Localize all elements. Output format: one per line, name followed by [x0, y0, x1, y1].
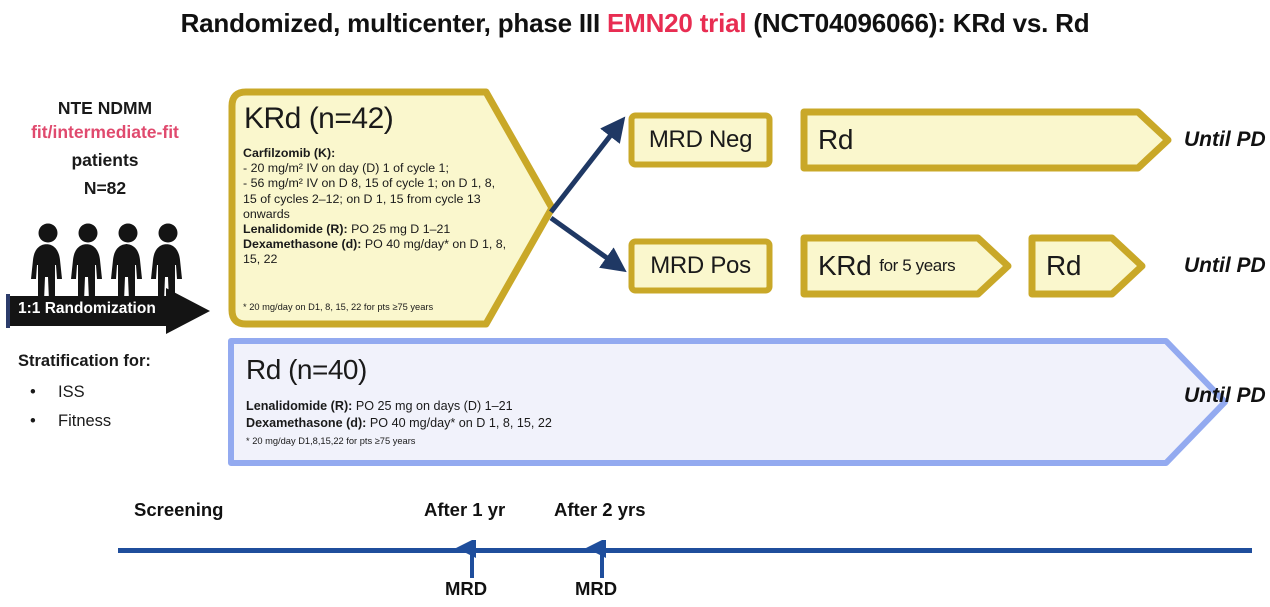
krd-drug1-name: Carfilzomib (K):	[243, 146, 336, 160]
population-count: N=82	[83, 178, 127, 198]
rd-arm-details: Lenalidomide (R): PO 25 mg on days (D) 1…	[246, 398, 766, 432]
rd-drug2-name: Dexamethasone (d):	[246, 416, 367, 430]
rd-arm-footnote: * 20 mg/day D1,8,15,22 for pts ≥75 years	[246, 436, 416, 446]
until-pd-label-2: Until PD	[1184, 254, 1266, 277]
krd-drug1-line2: - 56 mg/m² IV on D 8, 15 of cycle 1; on …	[243, 176, 496, 221]
until-pd-label-3: Until PD	[1184, 384, 1266, 407]
treatment-rd-mrd-negative: Rd	[800, 108, 1172, 172]
treatment-rd-after-krd: Rd	[1028, 234, 1146, 298]
stratification-item-fitness: • Fitness	[30, 412, 111, 431]
rd-drug1-text: PO 25 mg on days (D) 1–21	[352, 399, 513, 413]
timeline-label-after-2-yrs: After 2 yrs	[554, 499, 646, 520]
treatment-krd-text: KRd	[818, 250, 872, 281]
patient-group-icon	[28, 222, 188, 304]
title-part2: (NCT04096066): KRd vs. Rd	[746, 8, 1090, 38]
krd-arm-details: Carfilzomib (K): - 20 mg/m² IV on day (D…	[243, 146, 508, 268]
krd-drug2-name: Lenalidomide (R):	[243, 222, 348, 237]
page-title: Randomized, multicenter, phase III EMN20…	[0, 8, 1270, 39]
stratification-title: Stratification for:	[18, 352, 151, 370]
title-highlight: EMN20 trial	[607, 8, 747, 38]
mrd-branch-arrows	[545, 100, 645, 290]
treatment-rd-text: Rd	[818, 124, 853, 155]
treatment-krd-duration: for 5 years	[879, 256, 956, 275]
timeline-mrd-label-1: MRD	[445, 578, 488, 599]
rd-arm-chevron: Rd (n=40) Lenalidomide (R): PO 25 mg on …	[228, 338, 1228, 466]
population-line-1: NTE NDMM	[57, 98, 153, 118]
randomization-label: 1:1 Randomization	[18, 300, 156, 317]
mrd-positive-box: MRD Pos	[628, 238, 773, 294]
randomization-arrow	[6, 288, 210, 334]
krd-drug1-line1: - 20 mg/m² IV on day (D) 1 of cycle 1;	[243, 161, 449, 176]
stratification-item-label: Fitness	[58, 412, 112, 430]
treatment-rd2-text: Rd	[1046, 250, 1081, 281]
bullet-icon: •	[30, 412, 36, 430]
timeline-label-after-1-yr: After 1 yr	[424, 499, 506, 520]
bullet-icon: •	[30, 383, 36, 401]
title-part1: Randomized, multicenter, phase III	[180, 8, 607, 38]
treatment-rd-label: Rd	[818, 108, 853, 172]
population-line-2: fit/intermediate-fit	[31, 122, 179, 142]
stratification-item-iss: • ISS	[30, 383, 85, 402]
krd-drug3-name: Dexamethasone (d):	[243, 237, 362, 252]
krd-drug3-text: PO 40 mg/day* on D 1, 8, 15, 22	[243, 237, 507, 267]
rd-drug1-name: Lenalidomide (R):	[246, 399, 353, 413]
timeline-mrd-arrows	[118, 538, 1252, 585]
timeline-axis	[118, 540, 1252, 553]
rd-arm-header: Rd (n=40)	[246, 354, 367, 385]
until-pd-label-1: Until PD	[1184, 128, 1266, 151]
mrd-negative-label: MRD Neg	[648, 126, 753, 153]
mrd-positive-label: MRD Pos	[650, 252, 751, 279]
timeline-label-screening: Screening	[134, 499, 224, 520]
population-line-3: patients	[71, 150, 139, 170]
krd-arm-footnote: * 20 mg/day on D1, 8, 15, 22 for pts ≥75…	[243, 302, 434, 312]
mrd-negative-box: MRD Neg	[628, 112, 773, 168]
treatment-krd-5-years: KRd for 5 years	[800, 234, 1012, 298]
treatment-rd2-label: Rd	[1046, 234, 1081, 298]
krd-arm-chevron: KRd (n=42) Carfilzomib (K): - 20 mg/m² I…	[228, 88, 556, 328]
stratification-item-label: ISS	[58, 383, 85, 401]
timeline-mrd-label-2: MRD	[575, 578, 618, 599]
krd-arm-header: KRd (n=42)	[244, 102, 394, 135]
krd-drug2-text: PO 25 mg D 1–21	[347, 222, 451, 237]
treatment-krd-label: KRd for 5 years	[818, 234, 956, 298]
rd-drug2-text: PO 40 mg/day* on D 1, 8, 15, 22	[366, 416, 552, 430]
